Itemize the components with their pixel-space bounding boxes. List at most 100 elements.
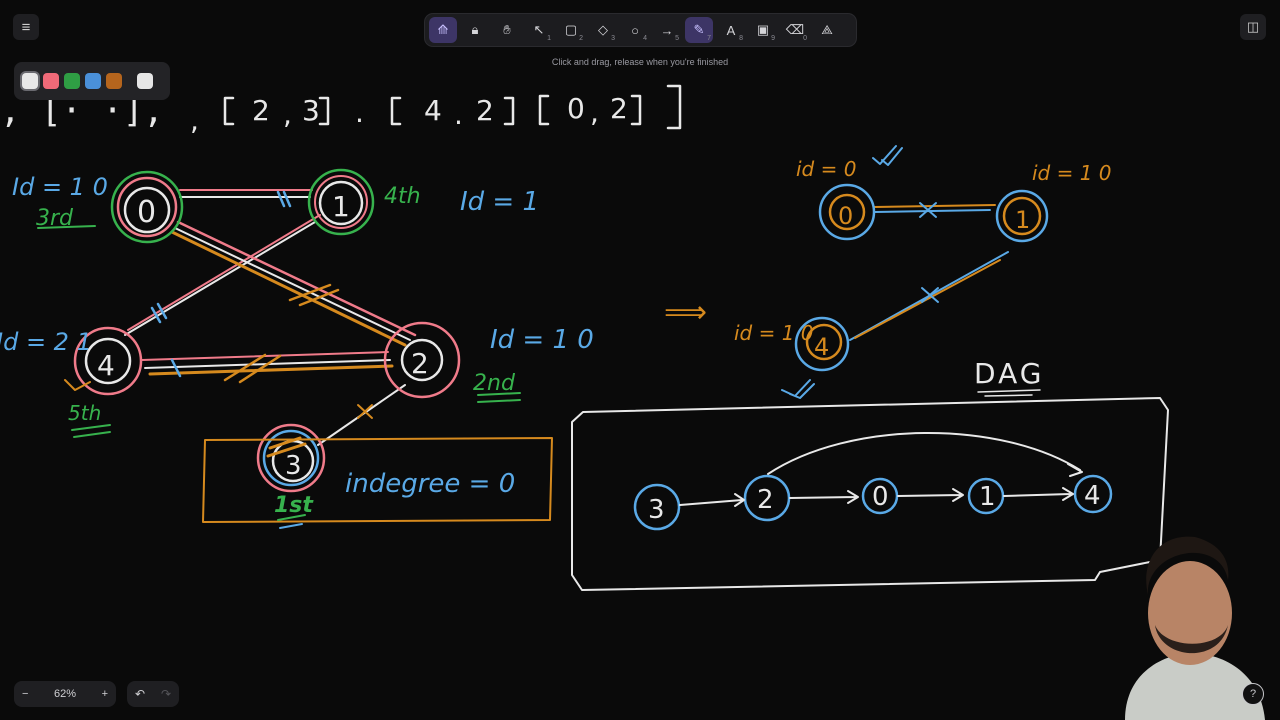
tool-shortcut-label: 9 [771,35,775,42]
tool-arrow-button[interactable]: →5 [653,17,681,43]
svg-text:.: . [355,96,364,129]
diamond-icon: ◇ [598,22,608,37]
tool-image-button[interactable]: ▣9 [749,17,777,43]
implies-arrow: ⟹ [664,295,707,330]
color-swatch[interactable] [85,73,101,89]
svg-text:0: 0 [137,195,156,230]
tool-shortcut-label: 1 [547,35,551,42]
label-rank4: 5th [68,401,101,425]
tool-hand-button[interactable]: ✋︎ [493,17,521,43]
right-label-id1: id = 1 0 [1032,161,1112,185]
eraser-icon: ⌫ [785,22,805,37]
tool-ellipse-button[interactable]: ○4 [621,17,649,43]
svg-text:3: 3 [648,495,665,525]
tool-diamond-button[interactable]: ◇3 [589,17,617,43]
sidebar-toggle-button[interactable]: ◫ [1240,14,1266,40]
select-icon: ↖ [533,22,545,37]
color-swatch[interactable] [64,73,80,89]
right-label-id0: id = 0 [796,157,856,181]
svg-text:2: 2 [757,485,774,515]
svg-text:2: 2 [252,94,270,127]
svg-text:2: 2 [411,347,429,380]
color-palette [14,62,170,100]
label-id1: Id = 1 [460,187,539,217]
help-button[interactable]: ? [1242,683,1264,705]
left-node-4: 4 [64,326,143,396]
svg-text:4: 4 [1084,481,1101,511]
right-node-1: 1 [995,189,1049,243]
tool-shortcut-label: 2 [579,35,583,42]
tool-shortcut-label: 7 [707,35,711,42]
pen-icon: ✎ [693,22,705,37]
svg-text:3: 3 [302,94,320,127]
svg-text:2: 2 [476,94,494,127]
undo-icon[interactable]: ↶ [134,687,146,701]
color-swatch[interactable] [106,73,122,89]
color-swatch[interactable] [137,73,153,89]
rectangle-icon: ▢ [564,22,578,37]
zoom-level[interactable]: 62% [53,688,77,700]
label-rank1: 4th [384,184,421,209]
redo-icon[interactable]: ↷ [160,687,172,701]
tool-eraser-button[interactable]: ⌫0 [781,17,809,43]
edge-list-brackets [223,84,682,130]
zoom-controls: − 62% + [14,681,116,707]
tool-lock-button[interactable]: 🔒︎ [461,17,489,43]
zoom-out-button[interactable]: − [22,688,29,700]
svg-text:2: 2 [610,92,628,125]
hand-icon: ✋︎ [503,22,511,37]
svg-text:1: 1 [979,482,996,512]
main-menu-button[interactable]: ≡ [13,14,39,40]
svg-text:,: , [283,98,292,131]
tool-select-button[interactable]: ↖1 [525,17,553,43]
hand-lock-icon: ⟰ [437,22,449,37]
tool-shortcut-label: 5 [675,35,679,42]
zoom-in-button[interactable]: + [101,688,108,700]
tool-shortcut-label: 8 [739,35,743,42]
svg-text:0: 0 [838,202,853,230]
color-swatch[interactable] [43,73,59,89]
label-id0: Id = 1 0 [12,173,108,201]
left-node-0: 0 [110,170,184,244]
tool-extra-button[interactable]: ⟁ [813,17,841,43]
svg-text:0: 0 [872,482,889,512]
color-swatch[interactable] [22,73,38,89]
svg-text:1: 1 [332,190,350,223]
left-node-3: 3 [256,423,326,493]
undo-redo-controls: ↶ ↷ [127,681,179,707]
left-node-1: 1 [307,168,375,236]
text-icon: A [726,22,736,38]
svg-text:3: 3 [285,451,302,481]
presenter-webcam [1125,536,1265,720]
help-icon: ? [1249,688,1257,700]
lock-icon: 🔒︎ [471,22,479,37]
svg-text:,: , [190,104,199,137]
panel-icon: ◫ [1246,19,1260,34]
label-id2: Id = 1 0 [490,325,594,355]
label-rank2: 2nd [473,371,516,396]
label-rank3: 1st [274,493,314,518]
svg-text:4: 4 [814,333,829,361]
hamburger-icon: ≡ [21,18,31,36]
svg-text:1: 1 [1015,206,1030,234]
tool-pen-button[interactable]: ✎7 [685,17,713,43]
svg-text:0: 0 [567,92,585,125]
dag-title: DAG [974,357,1044,390]
svg-text:4: 4 [424,94,442,127]
right-node-4: 4 [781,316,850,399]
right-node-0: 0 [818,183,876,241]
tool-shortcut-label: 0 [803,35,807,42]
label-rank0: 3rd [36,206,74,231]
image-icon: ▣ [756,22,770,37]
left-node-2: 2 [383,321,461,399]
tool-hand-lock-button[interactable]: ⟰ [429,17,457,43]
label-indegree: indegree = 0 [345,469,515,499]
right-label-id4: id = 1 0 [734,321,814,345]
tool-rectangle-button[interactable]: ▢2 [557,17,585,43]
tool-shortcut-label: 3 [611,35,615,42]
svg-text:.: . [454,98,463,131]
svg-text:,: , [590,96,599,129]
